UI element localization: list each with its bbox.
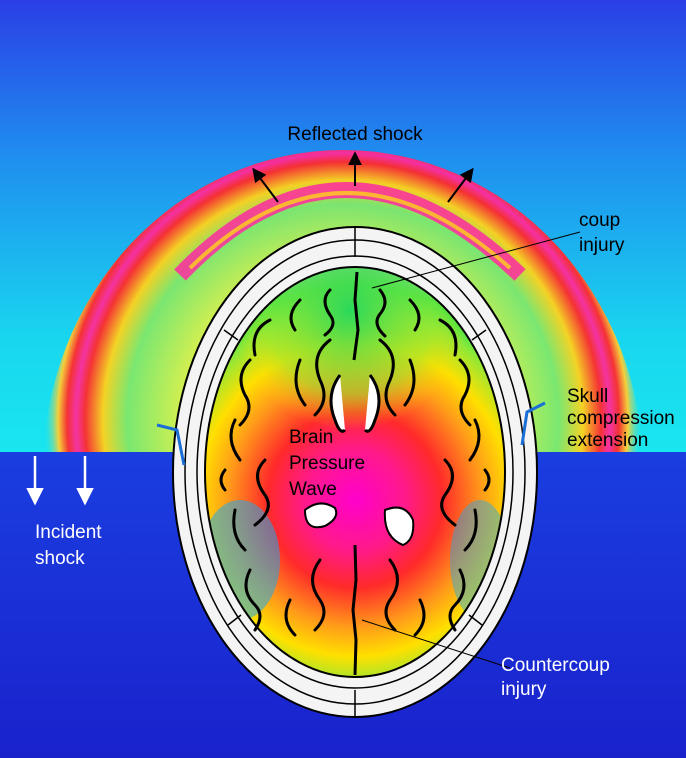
midline-fissure bbox=[351, 271, 360, 676]
brain-label-line1: Brain bbox=[289, 427, 333, 448]
coup-label-line2: injury bbox=[579, 235, 625, 256]
skull-label-line3: extension bbox=[567, 430, 648, 451]
reflected-shock-band bbox=[174, 182, 526, 281]
countercoup-label-line2: injury bbox=[501, 679, 547, 700]
brain-label-line3: Wave bbox=[289, 479, 337, 500]
skull-compression-marker-right bbox=[520, 401, 546, 446]
brain-label-line2: Pressure bbox=[289, 453, 365, 474]
suture-right bbox=[471, 329, 487, 341]
frontal-horn-left bbox=[329, 374, 347, 433]
skull-compression-marker-left bbox=[156, 423, 186, 466]
suture-lower-left bbox=[227, 614, 242, 626]
frontal-horn-right bbox=[363, 374, 381, 433]
skull-label-line2: compression bbox=[567, 408, 675, 429]
incident-label-line2: shock bbox=[35, 548, 85, 569]
reflected-arrow-right bbox=[447, 167, 474, 203]
ventricle-right bbox=[383, 506, 415, 547]
coup-label-line1: coup bbox=[579, 210, 620, 231]
incident-label-line1: Incident bbox=[35, 522, 102, 543]
suture-left bbox=[223, 329, 239, 341]
brain-outline bbox=[204, 266, 506, 678]
ventricle-left bbox=[303, 502, 338, 529]
countercoup-label-line1: Countercoup bbox=[501, 655, 610, 676]
brain-sulci bbox=[219, 288, 491, 637]
reflected-arrow-left bbox=[252, 167, 279, 203]
reflected-shock-label: Reflected shock bbox=[287, 124, 423, 145]
countercoup-leader-line bbox=[361, 619, 511, 669]
suture-lower-right bbox=[468, 614, 483, 626]
skull-label-line1: Skull bbox=[567, 386, 608, 407]
coup-leader-line bbox=[371, 231, 581, 289]
